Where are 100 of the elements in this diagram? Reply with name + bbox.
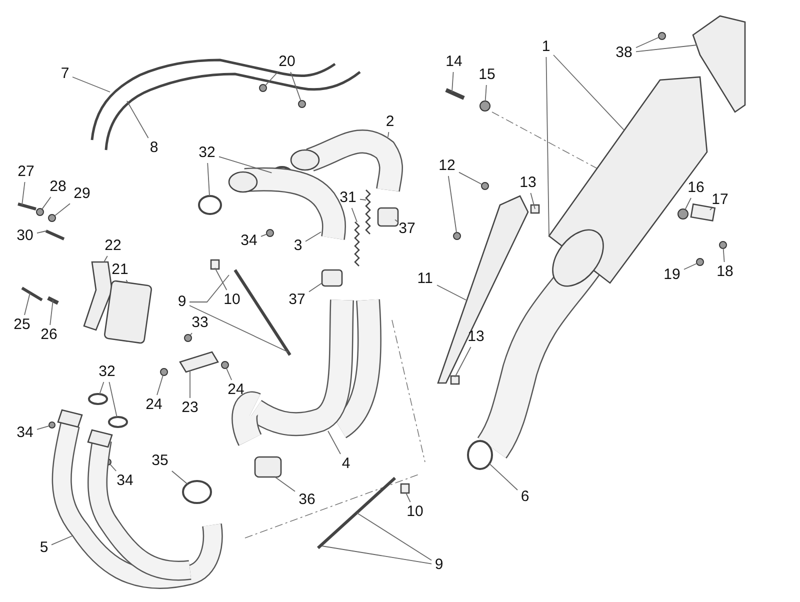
leader-line <box>305 232 322 242</box>
leader-line <box>328 430 341 454</box>
leader-line <box>636 44 698 52</box>
leader-line <box>189 305 288 352</box>
leader-line <box>406 492 411 502</box>
nut <box>453 232 461 240</box>
leader-line <box>484 84 487 102</box>
callout-number: 29 <box>74 186 90 202</box>
ring <box>198 195 222 215</box>
leader-line <box>274 476 296 492</box>
leader-line <box>722 248 725 262</box>
heat-shield <box>437 195 529 384</box>
leader-line <box>110 464 117 472</box>
callout-number: 17 <box>712 192 728 208</box>
leader-line <box>530 192 536 210</box>
leader-line <box>99 382 104 395</box>
leader-line <box>436 284 466 300</box>
leader-line <box>458 172 482 185</box>
leader-line <box>264 72 278 86</box>
bracket <box>83 261 113 331</box>
nut <box>221 361 229 369</box>
bracket <box>179 351 219 373</box>
nut <box>719 241 727 249</box>
nut <box>480 100 490 112</box>
callout-number: 24 <box>146 397 162 413</box>
callout-number: 15 <box>478 67 496 83</box>
leader-line <box>226 368 232 380</box>
callout-number: 10 <box>224 292 240 308</box>
bolt <box>18 202 36 210</box>
callout-number: 33 <box>192 315 208 331</box>
leader-line <box>36 230 46 234</box>
spring <box>365 190 371 234</box>
leader-line <box>214 268 228 290</box>
clip <box>450 375 460 385</box>
leader-line <box>108 382 118 418</box>
leader-line <box>50 300 54 326</box>
nut <box>298 100 306 108</box>
leader-line <box>51 536 72 546</box>
sleeve <box>321 269 343 287</box>
leader-line <box>189 274 230 302</box>
leader-line <box>72 76 110 92</box>
callout-number: 13 <box>520 175 536 191</box>
callout-number: 24 <box>228 382 244 398</box>
callout-number: 10 <box>406 504 424 520</box>
callout-number: 5 <box>40 540 48 556</box>
callout-number: 37 <box>398 221 416 237</box>
leader-line <box>488 463 518 490</box>
clip <box>400 483 410 494</box>
callout-number: 11 <box>417 271 433 287</box>
bolt <box>445 88 465 100</box>
callout-number: 26 <box>40 327 58 343</box>
callout-number: 27 <box>18 164 34 180</box>
callout-number: 16 <box>688 180 704 196</box>
leader-line <box>684 198 692 210</box>
leader-line <box>22 182 26 206</box>
callout-number: 19 <box>664 267 680 283</box>
nut <box>48 422 56 428</box>
leader-line <box>553 54 624 130</box>
callout-number: 22 <box>104 238 122 254</box>
leader-line <box>190 332 192 336</box>
callout-number: 34 <box>240 233 258 249</box>
callout-number: 23 <box>182 400 198 416</box>
nut <box>160 368 168 376</box>
callout-number: 7 <box>60 66 70 82</box>
leader-line <box>388 132 390 138</box>
leader-line <box>36 425 50 430</box>
callout-number: 35 <box>152 453 168 469</box>
ring <box>88 393 108 405</box>
callout-number: 28 <box>50 179 66 195</box>
leader-line <box>156 374 164 396</box>
sensor <box>317 476 396 550</box>
bracket <box>690 203 716 222</box>
callout-number: 38 <box>616 45 632 61</box>
callout-number: 9 <box>434 557 444 573</box>
ring <box>467 440 493 470</box>
leader-line <box>126 280 128 284</box>
leader-line <box>454 346 472 378</box>
bolt <box>21 286 43 302</box>
leader-line <box>356 512 432 561</box>
leader-line <box>452 72 454 92</box>
callout-number: 34 <box>16 425 34 441</box>
leader-line <box>104 256 108 262</box>
leader-line <box>394 219 398 222</box>
nut <box>259 84 267 92</box>
callout-number: 31 <box>340 190 356 206</box>
callout-number: 32 <box>198 145 216 161</box>
leader-line <box>126 100 149 138</box>
callout-number: 18 <box>716 264 734 280</box>
leader-line <box>308 282 322 292</box>
callout-number: 1 <box>542 39 550 55</box>
leader-line <box>207 162 210 196</box>
leader-line <box>351 208 358 222</box>
leader-line <box>42 196 52 210</box>
leader-line <box>290 72 302 102</box>
callout-number: 36 <box>298 492 316 508</box>
leader-line <box>448 176 457 233</box>
leader-line <box>218 156 272 174</box>
callout-number: 37 <box>288 292 306 308</box>
callout-number: 8 <box>150 140 158 156</box>
callout-number: 3 <box>294 238 302 254</box>
